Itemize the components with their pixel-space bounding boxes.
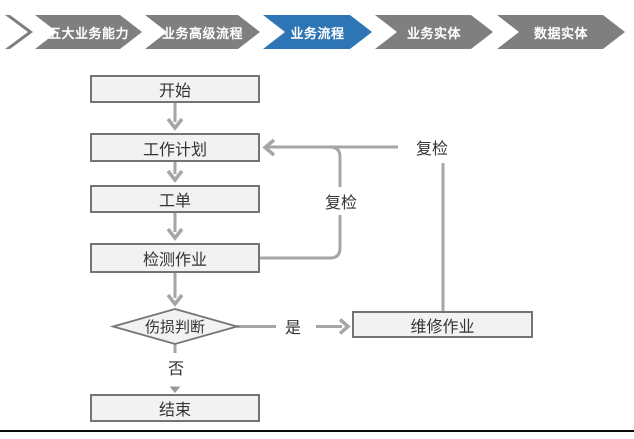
breadcrumb-item-label: 业务流程 (290, 25, 345, 41)
node-label: 工作计划 (142, 141, 207, 159)
edge-label-yes: 是 (280, 315, 306, 337)
slide-bottom-border (0, 430, 634, 432)
breadcrumb-item-0[interactable]: 五大业务能力 (35, 15, 142, 49)
flow-node-end: 结束 (90, 394, 260, 422)
flow-node-inspect: 检测作业 (90, 243, 260, 273)
breadcrumb-item-4[interactable]: 数据实体 (497, 15, 625, 49)
node-label: 检测作业 (142, 252, 207, 269)
arrowhead-small-down-icon (169, 386, 181, 393)
node-label: 维修作业 (410, 318, 475, 336)
breadcrumb-item-3[interactable]: 业务实体 (375, 15, 493, 49)
breadcrumb-item-label: 业务实体 (406, 25, 461, 41)
node-label: 伤损判断 (144, 319, 205, 336)
flow-node-judge: 伤损判断 (113, 309, 237, 344)
arrowhead-down-icon (166, 293, 184, 307)
connector-inspect-recheck-upper (326, 145, 342, 187)
breadcrumb-item-1[interactable]: 业务高级流程 (145, 15, 260, 49)
arrowhead-down-icon (166, 169, 184, 183)
edge-label-recheck-inner: 复检 (320, 190, 362, 212)
flow-node-repair: 维修作业 (352, 311, 533, 338)
chevron-band-icon (5, 15, 33, 49)
flow-node-plan: 工作计划 (90, 133, 260, 162)
breadcrumb-item-2[interactable]: 业务流程 (263, 15, 372, 49)
node-label: 工单 (158, 193, 191, 210)
node-label: 结束 (158, 402, 191, 419)
flow-node-start: 开始 (90, 75, 260, 103)
breadcrumb-item-label: 业务高级流程 (161, 25, 243, 41)
arrowhead-left-icon (262, 138, 276, 157)
connector-inspect-recheck-lower (260, 215, 342, 260)
edge-label-recheck-right: 复检 (410, 136, 454, 158)
flow-node-order: 工单 (90, 185, 260, 213)
edge-label-no: 否 (163, 356, 189, 378)
arrowhead-right-icon (338, 318, 351, 335)
node-label: 开始 (158, 83, 191, 100)
arrowhead-down-icon (166, 227, 184, 241)
arrowhead-down-icon (166, 117, 184, 131)
breadcrumb-item-label: 五大业务能力 (47, 25, 129, 41)
breadcrumb-item-label: 数据实体 (533, 25, 588, 41)
